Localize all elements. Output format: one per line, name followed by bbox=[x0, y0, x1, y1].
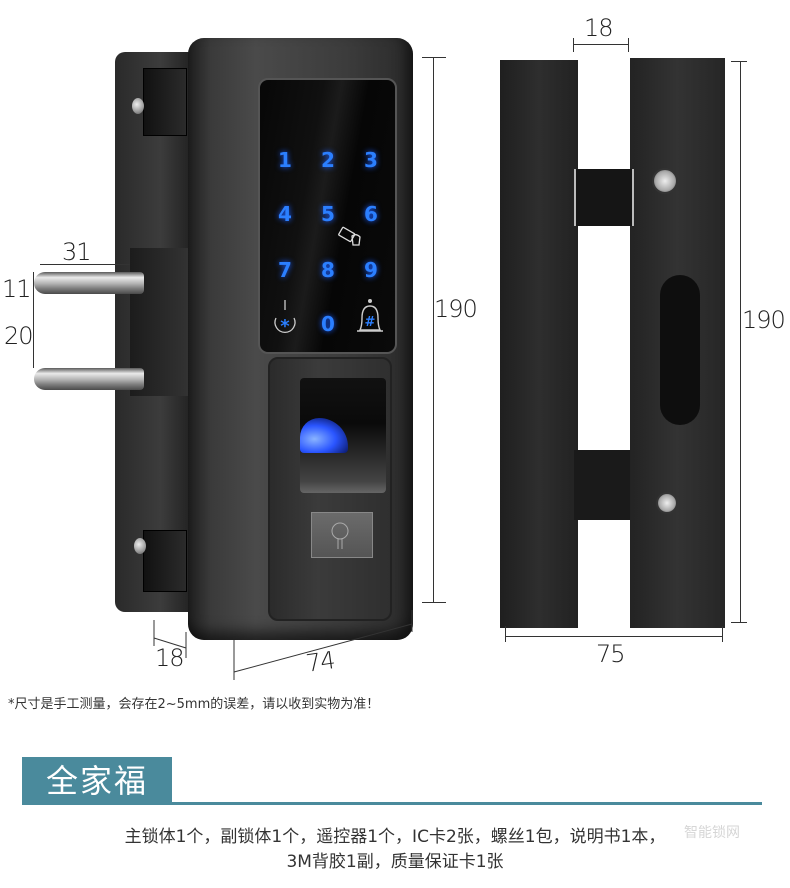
dim-height-left: 190 bbox=[434, 295, 478, 323]
dim-line-190-bottom bbox=[731, 622, 747, 623]
lower-bolt bbox=[34, 368, 144, 390]
package-contents-line1: 主锁体1个，副锁体1个，遥控器1个，IC卡2张，螺丝1包，说明书1本， bbox=[124, 827, 666, 847]
key-0[interactable]: 0 bbox=[321, 312, 335, 336]
dim-line-31 bbox=[40, 264, 130, 265]
dim-line-190 bbox=[433, 57, 434, 602]
dim-line-190-bottom bbox=[422, 602, 446, 603]
dim-line-190-top bbox=[422, 57, 446, 58]
card-emblem-icon bbox=[331, 522, 349, 549]
dim-width-right: 75 bbox=[596, 640, 626, 668]
watermark-logo: 智能锁网 bbox=[684, 825, 740, 841]
dim-line-190 bbox=[740, 61, 741, 623]
key-3[interactable]: 3 bbox=[364, 148, 378, 172]
doorbell-hash-icon[interactable]: # bbox=[354, 298, 386, 338]
fingerprint-sensor[interactable] bbox=[300, 378, 386, 493]
dim-bolt-length: 31 bbox=[62, 238, 92, 266]
key-4[interactable]: 4 bbox=[278, 202, 292, 226]
key-2[interactable]: 2 bbox=[321, 148, 335, 172]
fingerprint-glow bbox=[300, 418, 348, 453]
dim-bolt-spacing: 20 bbox=[4, 322, 34, 350]
key-7[interactable]: 7 bbox=[278, 258, 292, 282]
screw-icon bbox=[652, 168, 678, 194]
dim-height-right: 190 bbox=[742, 306, 786, 334]
dim-line-11 bbox=[33, 272, 34, 304]
svg-text:#: # bbox=[365, 315, 376, 330]
section-header: 全家福 bbox=[22, 757, 172, 805]
package-contents-line2: 3M背胶1副，质量保证卡1张 bbox=[286, 852, 504, 872]
dim-width-left: 74 bbox=[304, 646, 337, 678]
handle-slot bbox=[660, 275, 700, 425]
dim-lines-bottom bbox=[153, 610, 413, 680]
touch-keypad: 1 2 3 4 5 6 7 8 9 0 * # bbox=[258, 78, 397, 354]
screw-icon bbox=[134, 538, 146, 554]
dim-bolt-diameter: 11 bbox=[2, 275, 32, 303]
secondary-left-plate bbox=[500, 60, 578, 628]
upper-bolt bbox=[34, 272, 144, 294]
top-clip bbox=[143, 68, 187, 136]
section-title: 全家福 bbox=[45, 762, 148, 800]
card-reader-icon bbox=[338, 226, 361, 246]
dim-tick bbox=[722, 626, 723, 642]
lower-bridge bbox=[574, 450, 630, 520]
dim-line-190-top bbox=[731, 61, 747, 62]
dim-gap-right: 18 bbox=[584, 14, 614, 42]
key-5[interactable]: 5 bbox=[321, 202, 335, 226]
key-6[interactable]: 6 bbox=[364, 202, 378, 226]
star-key-icon[interactable]: * bbox=[270, 298, 300, 338]
dim-line-18-top bbox=[573, 44, 629, 45]
bottom-clip bbox=[143, 530, 187, 592]
measurement-note: *尺寸是手工测量，会存在2~5mm的误差，请以收到实物为准！ bbox=[8, 697, 380, 712]
key-8[interactable]: 8 bbox=[321, 258, 335, 282]
section-divider bbox=[22, 802, 762, 805]
dim-tick bbox=[505, 626, 506, 642]
dim-line-75 bbox=[505, 636, 723, 637]
svg-text:*: * bbox=[280, 316, 290, 337]
dim-depth-left: 18 bbox=[155, 644, 185, 672]
screw-icon bbox=[132, 98, 144, 114]
dim-line-20 bbox=[33, 304, 34, 368]
upper-bridge bbox=[574, 169, 634, 226]
card-sensor-window bbox=[311, 512, 373, 558]
key-1[interactable]: 1 bbox=[278, 148, 292, 172]
dim-tick bbox=[628, 38, 629, 52]
key-9[interactable]: 9 bbox=[364, 258, 378, 282]
screw-icon bbox=[656, 492, 678, 514]
dim-tick bbox=[573, 38, 574, 52]
